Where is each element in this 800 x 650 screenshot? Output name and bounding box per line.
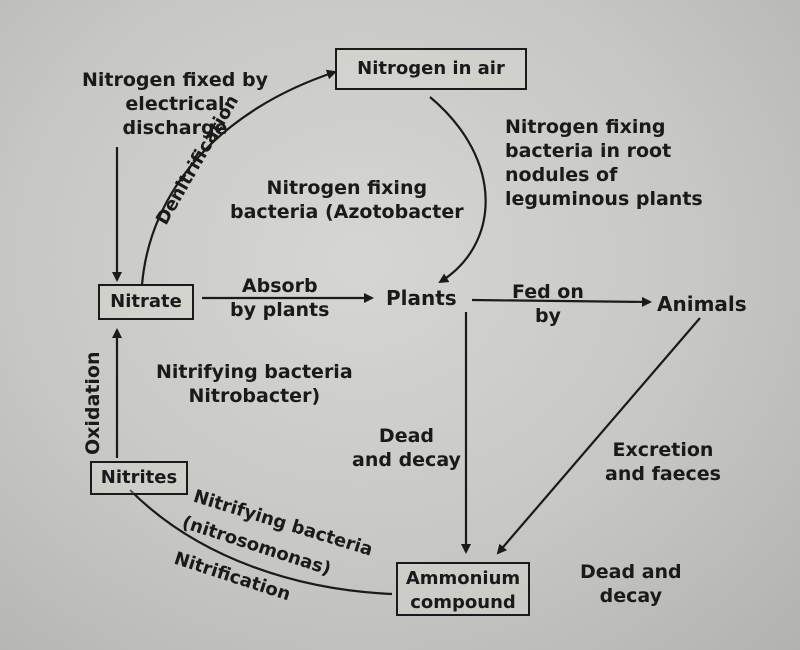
label-animals: Animals: [657, 292, 747, 316]
label-oxidation: Oxidation: [82, 351, 104, 455]
box-nitrate: Nitrate: [98, 284, 194, 320]
box-ammonium-compound: Ammonium compound: [396, 562, 530, 616]
arrow-animals-to-ammonium: [496, 317, 701, 555]
label-absorb-by-plants: Absorb by plants: [230, 275, 330, 321]
arrow-plants-to-animals: [471, 296, 652, 307]
box-nitrites: Nitrites: [90, 461, 188, 495]
label-root-nodules: Nitrogen fixing bacteria in root nodules…: [505, 116, 703, 210]
label-dead-decay-plants: Dead and decay: [352, 425, 461, 471]
arrow-nitrate-to-air: [140, 69, 337, 286]
label-plants: Plants: [386, 286, 457, 310]
box-nitrogen-in-air: Nitrogen in air: [335, 48, 527, 90]
arrow-air-to-plants: [429, 96, 487, 284]
label-nitrobacter: Nitrifying bacteria Nitrobacter): [156, 361, 353, 407]
arrow-ammonium-to-nitrites: [129, 489, 393, 596]
label-azotobacter: Nitrogen fixing bacteria (Azotobacter: [230, 177, 464, 223]
label-electrical-discharge: Nitrogen fixed by electrical discharge: [82, 69, 268, 139]
label-excretion-faeces: Excretion and faeces: [605, 439, 721, 485]
label-fed-on-by: Fed on by: [512, 281, 584, 327]
label-dead-decay-animals: Dead and decay: [580, 561, 682, 607]
